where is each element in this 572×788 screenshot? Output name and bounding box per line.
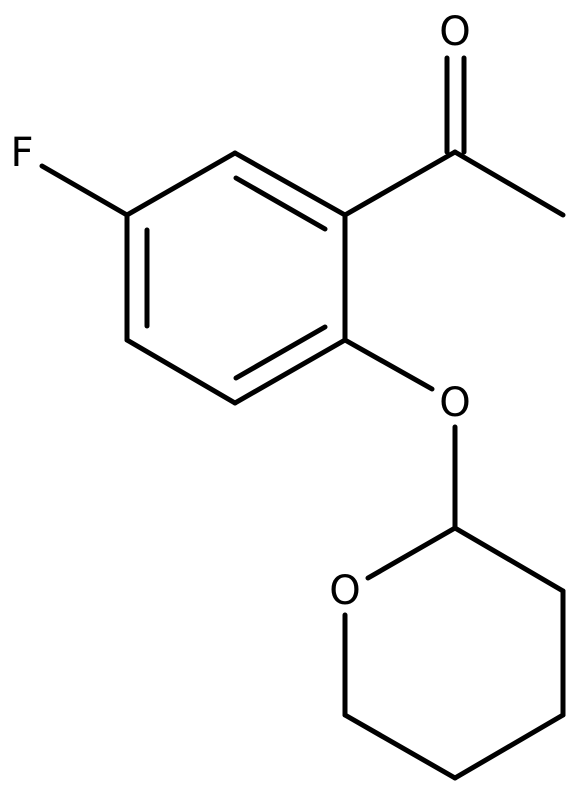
bond-ring-to-ether-oxygen [342,337,435,392]
atom-label-carbonyl-oxygen: O [439,9,470,55]
atom-label-ring-oxygen: O [329,568,360,614]
bond-ring-to-fluorine [39,163,130,218]
bond-thp-c2-o1 [365,525,458,581]
bond-thp-c5-c4 [452,712,566,781]
bond-carbonyl-to-methyl [452,149,566,218]
bond-ring-c1-c2 [232,150,348,218]
bond-ring-c4-c5 [124,337,238,406]
bond-thp-c6-c5 [342,712,458,781]
bond-thp-c3-c2 [452,525,566,594]
atom-label-fluorine: F [10,130,33,176]
bond-aromatic-inner-2 [233,324,328,381]
bond-ring-c3-c4 [232,337,348,406]
bond-aromatic-inner-1 [233,175,328,232]
bond-ring-to-carbonyl-carbon [342,149,458,218]
atom-label-ether-oxygen: O [439,380,470,426]
bond-ring-c6-c1 [124,150,238,218]
